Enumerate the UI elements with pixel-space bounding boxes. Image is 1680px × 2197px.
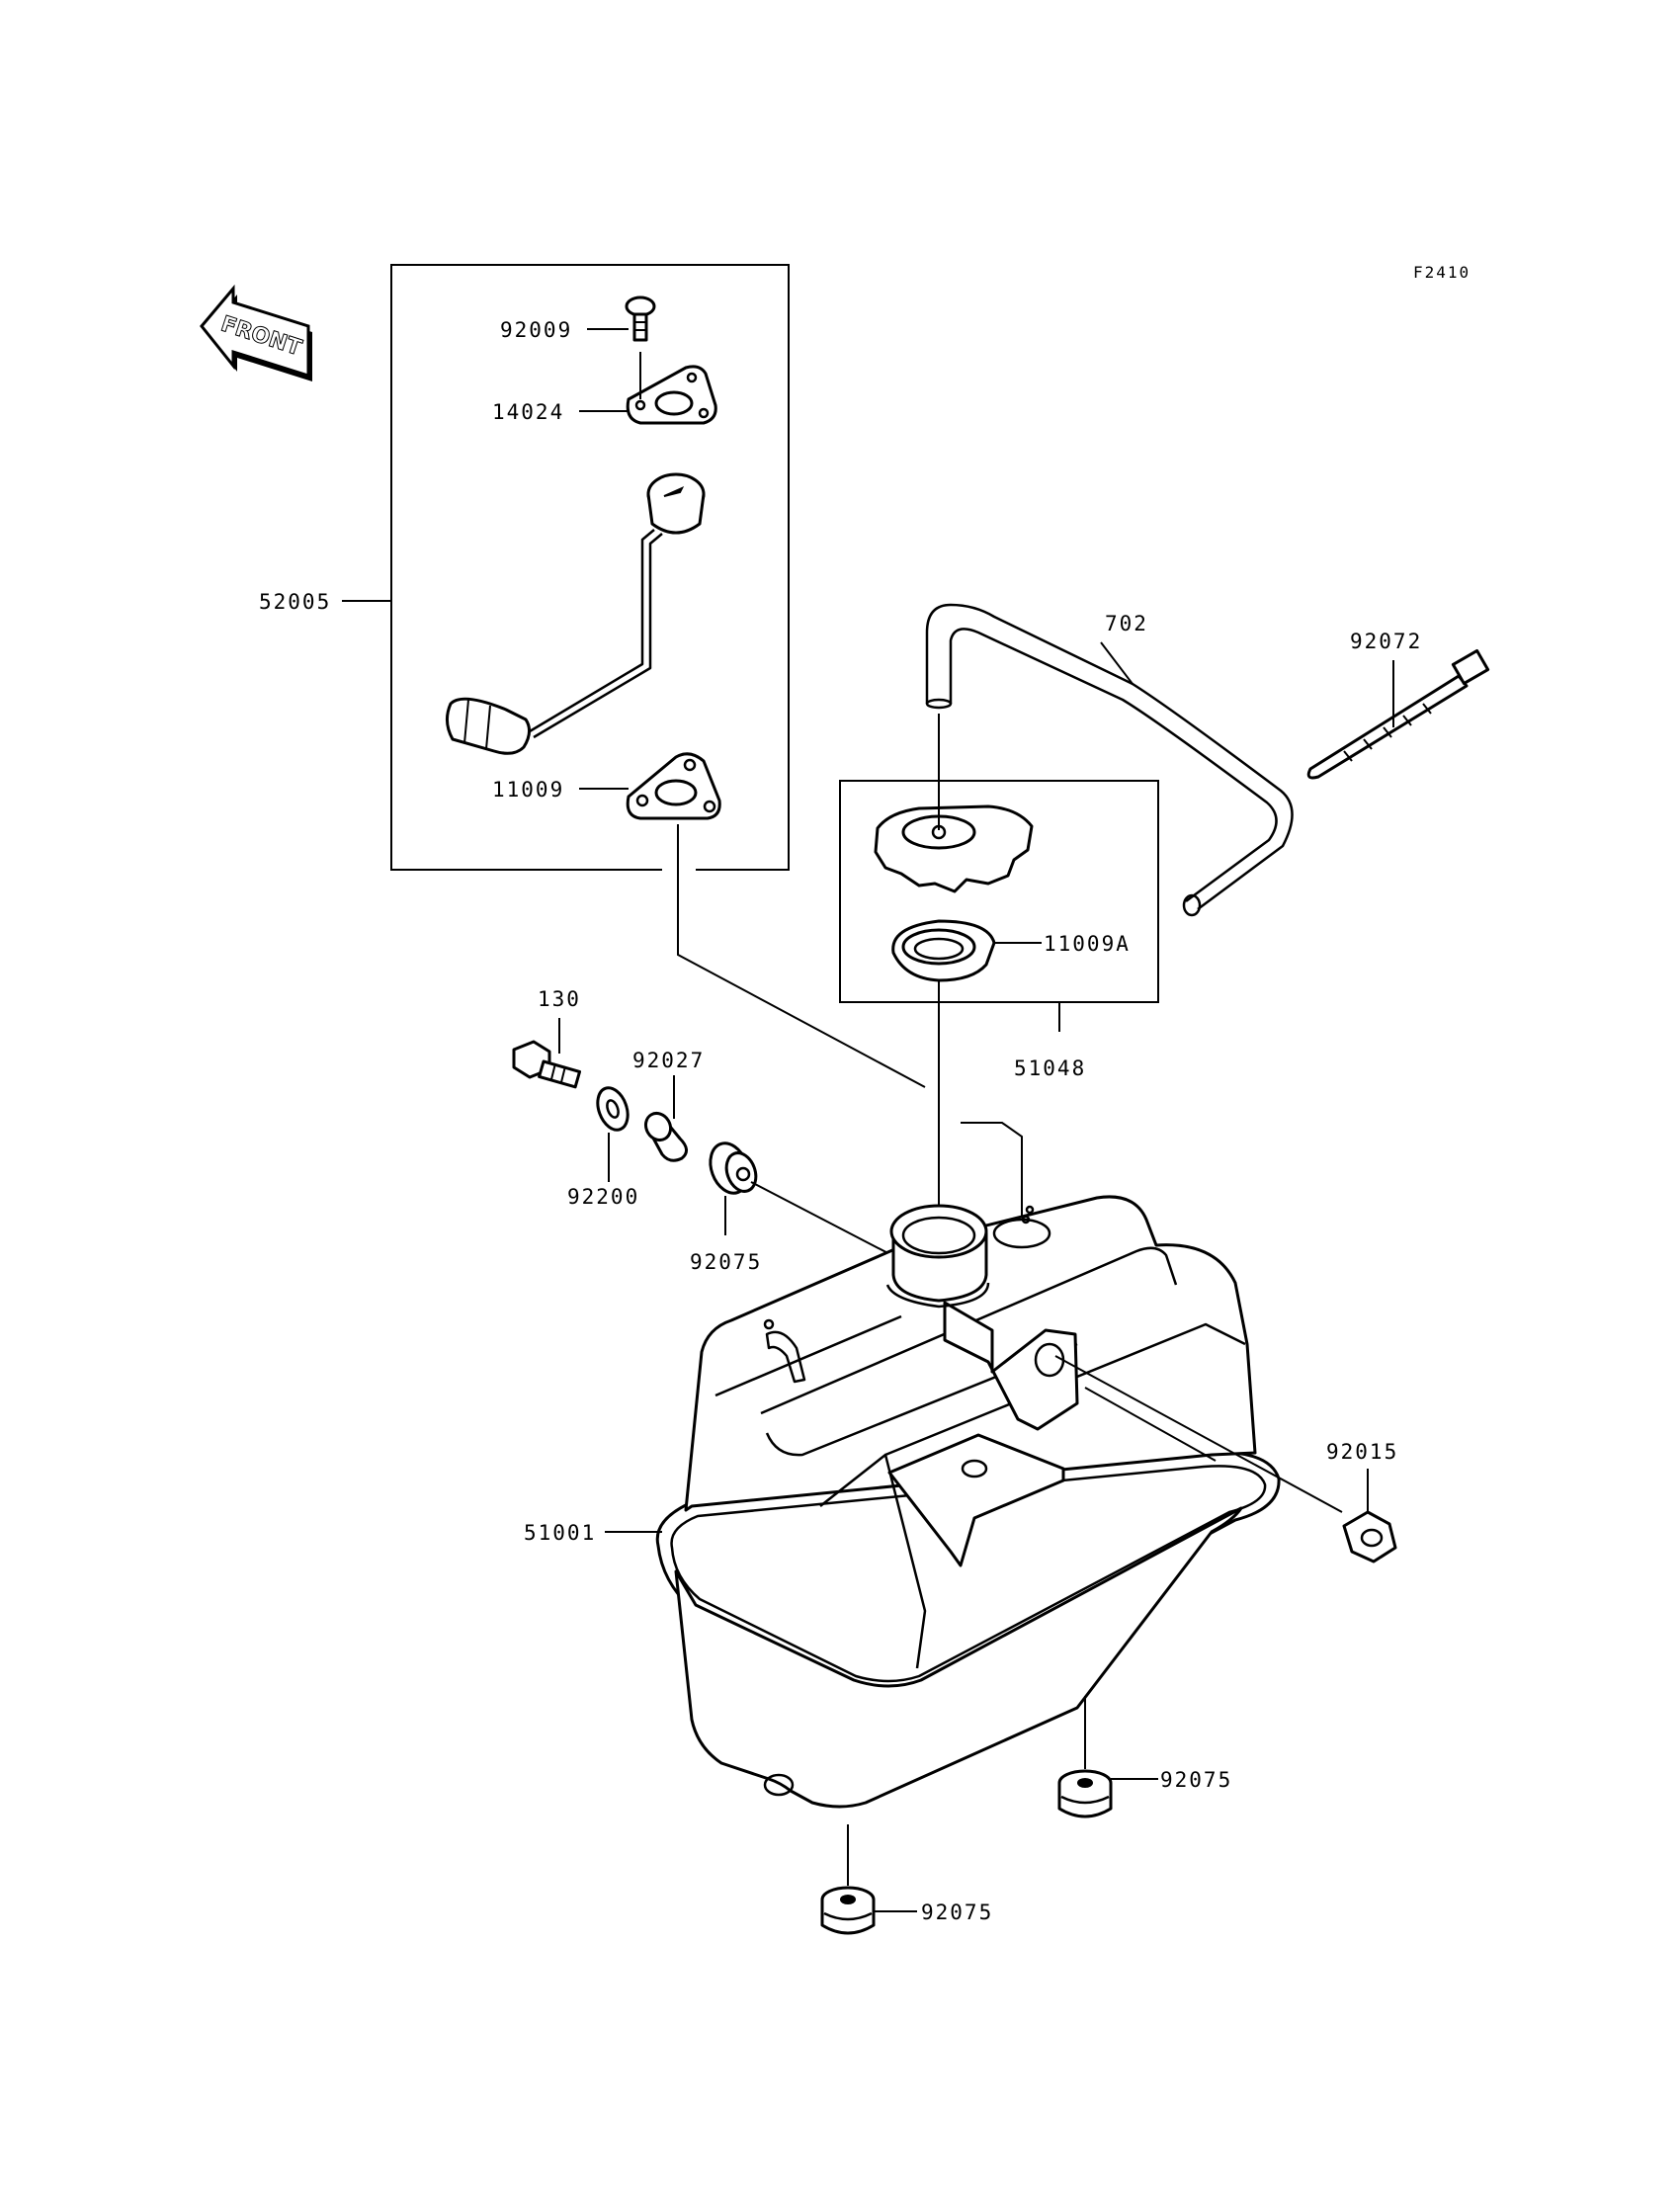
cap-gasket-11009A — [891, 919, 1042, 1224]
screw-92009 — [587, 296, 656, 342]
gasket-11009 — [579, 752, 721, 820]
fuel-cap-assembly-box — [839, 780, 1159, 1032]
part-label-92075-upper: 92075 — [690, 1250, 762, 1274]
fuel-gauge-sender — [446, 472, 706, 755]
part-label-92200: 92200 — [567, 1185, 639, 1209]
leader-gauge-hole — [961, 1122, 1023, 1224]
grommet-92075-lower — [820, 1824, 917, 1935]
part-label-52005: 52005 — [259, 590, 331, 614]
front-direction-arrow: FRONT — [200, 284, 312, 381]
fuel-tank-51001 — [655, 1195, 1343, 1809]
part-label-702: 702 — [1105, 612, 1148, 635]
figure-code: F2410 — [1413, 263, 1470, 282]
nut-92015 — [1342, 1469, 1397, 1563]
leader-11009-tank — [677, 824, 926, 1088]
part-label-92072: 92072 — [1350, 630, 1422, 653]
part-label-92027: 92027 — [632, 1049, 705, 1072]
part-label-92075-lower: 92075 — [921, 1901, 993, 1924]
breather-hose-702 — [925, 603, 1294, 917]
part-label-51001: 51001 — [524, 1521, 596, 1545]
part-label-92009: 92009 — [500, 318, 572, 342]
part-label-92015: 92015 — [1326, 1440, 1398, 1464]
part-label-14024: 14024 — [492, 400, 564, 424]
fuel-cap — [874, 714, 1034, 893]
bolt-130 — [512, 1018, 582, 1089]
part-label-130: 130 — [538, 987, 581, 1011]
part-label-11009A: 11009A — [1044, 932, 1131, 956]
fuel-gauge-assembly-box — [342, 264, 790, 871]
grommet-92075-right — [1057, 1696, 1158, 1818]
clamp-band-92072 — [1306, 648, 1490, 780]
part-label-11009: 11009 — [492, 778, 564, 802]
collar-92027 — [643, 1075, 688, 1162]
plate-14024 — [579, 352, 717, 425]
part-label-92075-right: 92075 — [1160, 1768, 1232, 1792]
part-label-51048: 51048 — [1014, 1056, 1086, 1080]
washer-92200 — [596, 1086, 630, 1182]
